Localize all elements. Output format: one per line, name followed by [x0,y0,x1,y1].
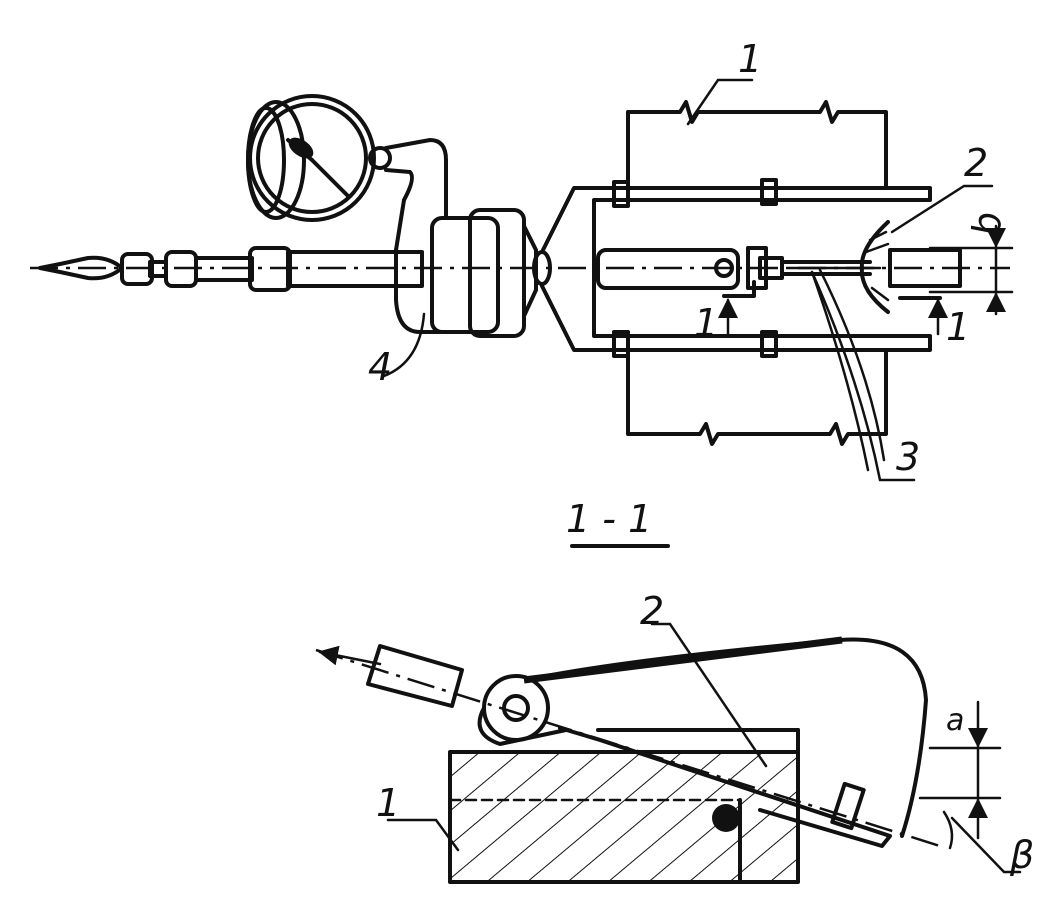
label-a: a [946,703,964,738]
dimension-b [928,224,1014,316]
angle-beta [942,810,954,850]
inclined-blade [315,636,941,848]
label-blade: 3 [896,435,920,479]
section-title: 1 - 1 [566,497,652,541]
label-beta: β [1009,833,1034,877]
spindle [38,246,424,292]
label-b: b [965,212,1009,236]
carbide-insert [859,220,962,314]
section-leaders [386,622,1022,874]
dimension-a [918,700,1002,840]
label-insert: 2 [964,141,988,185]
label-section-left: 1 [694,301,718,345]
label-indicator-holder: 4 [368,345,392,389]
dial-indicator [246,94,392,222]
label-section-insert: 2 [640,589,664,633]
hatched-block [448,728,800,884]
section-marks [718,280,948,336]
fork [540,186,932,352]
frame-body [612,100,888,446]
slider-and-blade [596,246,882,290]
leaders [382,78,994,482]
section-view: 1 - 1 [315,497,1034,884]
label-frame: 1 [738,37,762,81]
label-section-frame: 1 [376,781,400,825]
top-view: 1 2 3 4 1 1 b [30,37,1014,482]
label-section-right: 1 [946,305,970,349]
indicator-holder [384,138,552,338]
